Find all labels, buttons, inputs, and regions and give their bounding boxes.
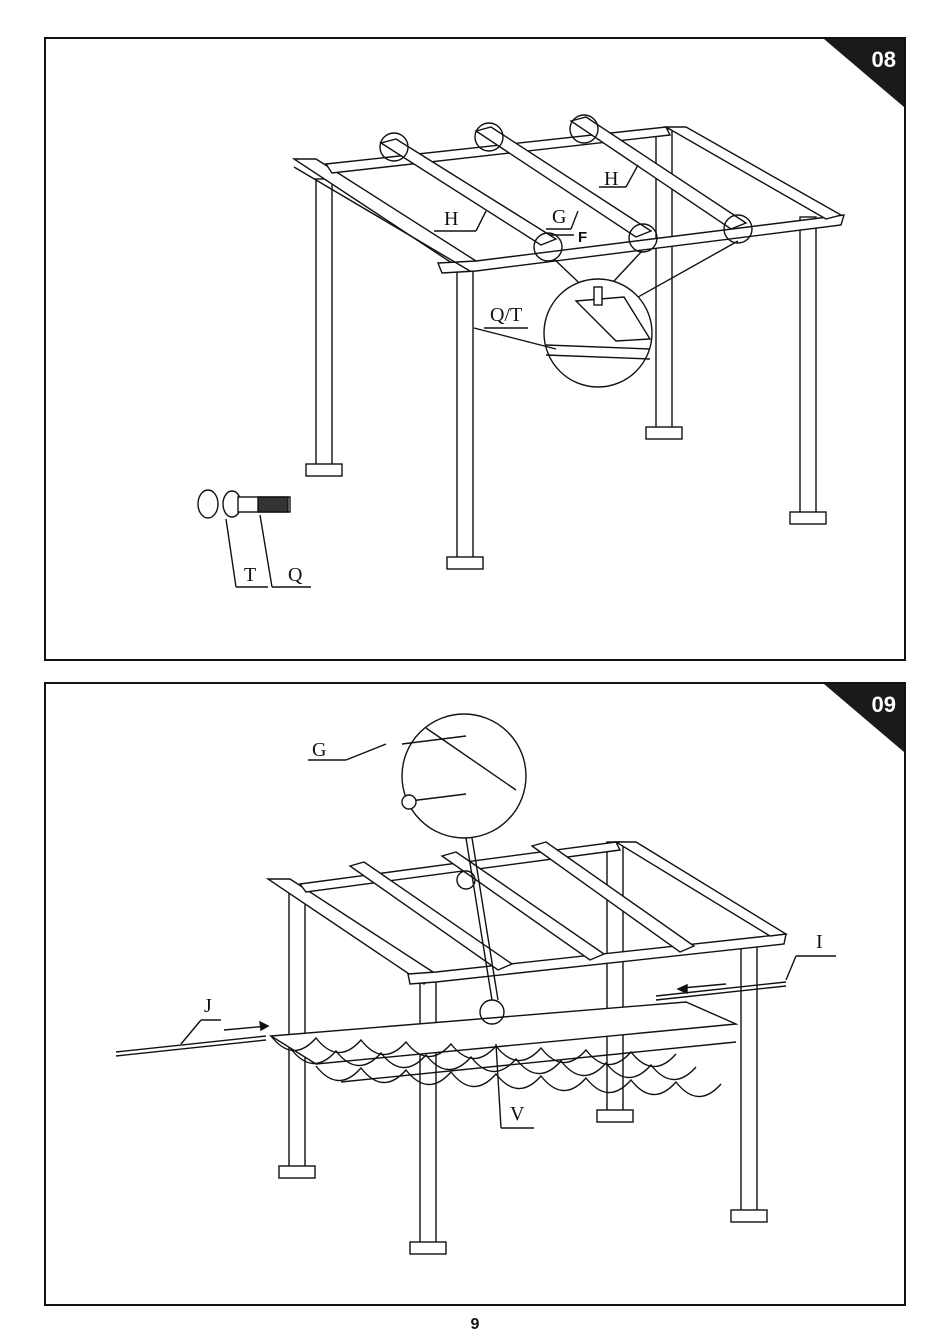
label-g: G	[552, 207, 566, 227]
label-h-right: H	[604, 169, 618, 189]
label-q-t: Q/T	[490, 305, 522, 325]
label-q: Q	[288, 565, 302, 585]
page-number: 9	[0, 1316, 950, 1334]
label-h-left: H	[444, 209, 458, 229]
step-number: 08	[872, 47, 896, 73]
step-09-panel: 09 G I J V	[44, 682, 906, 1306]
label-i: I	[816, 932, 823, 952]
label-j: J	[204, 996, 212, 1016]
label-v: V	[510, 1104, 524, 1124]
step-number: 09	[872, 692, 896, 718]
label-t: T	[244, 565, 256, 585]
label-g: G	[312, 740, 326, 760]
label-f: F	[578, 230, 587, 245]
pergola-frame	[294, 127, 844, 273]
pergola-assembly-illustration	[46, 39, 906, 661]
step-08-panel: 08 H G F H Q/T T Q	[44, 37, 906, 661]
canopy-install-illustration	[46, 684, 906, 1306]
